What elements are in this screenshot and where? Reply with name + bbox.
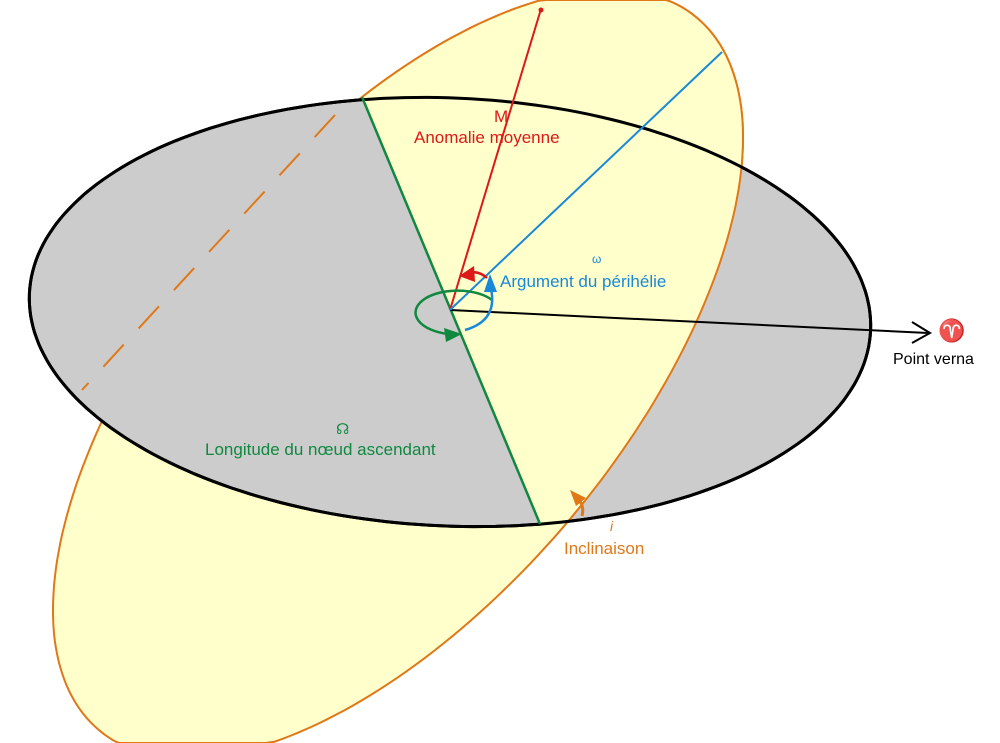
mean-anomaly-arrow xyxy=(459,266,475,282)
inclination-arrow xyxy=(570,490,586,506)
node-angle-arrow xyxy=(444,328,462,342)
ecliptic-outline xyxy=(27,95,873,529)
node-label: Longitude du nœud ascendant xyxy=(205,440,436,459)
vernal-direction-line xyxy=(449,309,929,334)
vernal-arrowhead xyxy=(911,321,932,344)
mean-anomaly-point xyxy=(538,7,544,13)
node-angle-arc xyxy=(414,289,493,336)
perihelion-label: Argument du périhélie xyxy=(500,272,667,291)
node-symbol: ☊ xyxy=(336,421,350,438)
perihelion-symbol: ω xyxy=(592,252,602,266)
mean-anomaly-label: Anomalie moyenne xyxy=(414,128,560,147)
mean-anomaly-symbol: M xyxy=(494,107,509,126)
mean-anomaly-line xyxy=(449,8,542,311)
inclination-label: Inclinaison xyxy=(564,539,645,558)
aries-icon: ♈ xyxy=(938,318,966,343)
hidden-orbit-dashed xyxy=(81,114,336,391)
inclination-symbol: i xyxy=(610,518,614,534)
perihelion-line xyxy=(449,51,723,311)
perihelion-angle-arrow xyxy=(484,274,497,292)
vernal-point-label: Point verna xyxy=(893,351,974,368)
